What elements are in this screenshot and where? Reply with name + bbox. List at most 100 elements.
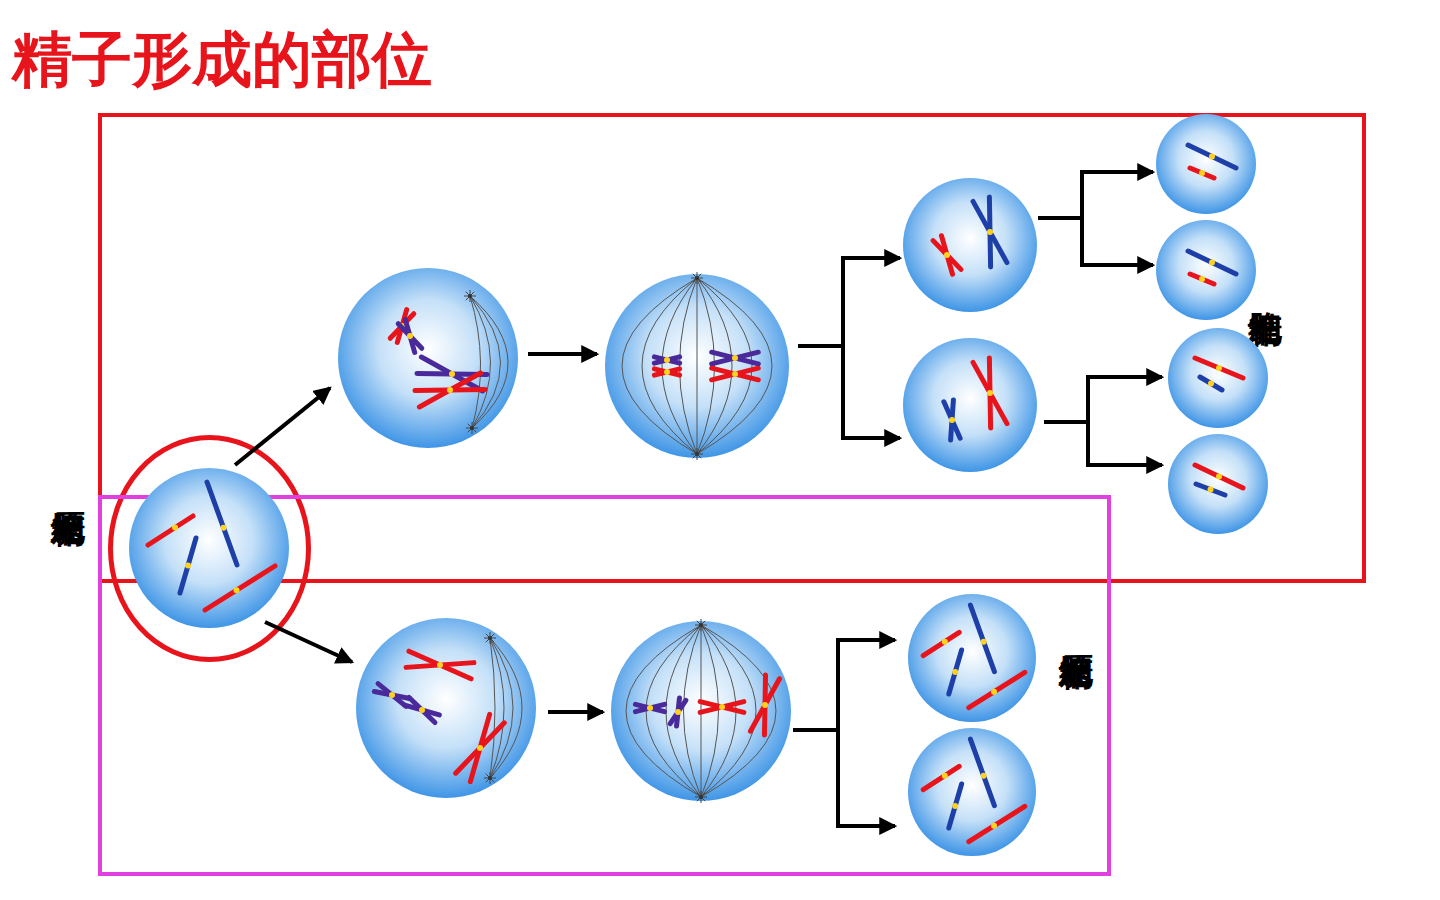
centromere [732,355,738,361]
aster-ray [472,428,473,434]
chromosome-layer [148,145,1243,842]
chromatid [409,697,435,722]
centromere [1199,276,1205,282]
meiosis-region: 精细胞 [98,113,1366,583]
chromosome [207,482,237,565]
chromatid [700,702,744,713]
cell-body [129,468,289,628]
aster-ray [693,274,697,278]
aster-ray [697,450,701,454]
spindle-fiber [697,278,715,454]
aster-ray [470,296,476,297]
aster-ray [693,454,697,458]
aster-ray [490,638,491,644]
chromatid [456,723,505,773]
aster-ray [697,274,701,278]
centromere [1209,154,1215,160]
process-arrow [548,710,603,714]
centromere [664,369,670,375]
chromatid [470,714,489,781]
chromatid [712,352,759,364]
aster-ray [701,625,705,629]
chromosome [148,516,193,545]
aster-ray [701,797,707,798]
chromatid [654,369,679,375]
centrosome [695,452,699,456]
spindle-fiber [701,625,736,797]
aster-ray [490,778,494,782]
chromosome [1188,145,1236,168]
chromosome [1200,377,1222,390]
centromere [1209,260,1215,266]
centromere [234,587,240,593]
chromatid [712,352,759,364]
chromatid [397,310,406,343]
chromosome [1195,465,1243,488]
centromere [399,323,405,329]
process-arrow [838,638,895,642]
centromere [719,704,725,710]
aster-ray [697,621,701,625]
centromere [952,669,958,675]
centromere [675,709,681,715]
centrosome [468,294,472,298]
centromere [185,563,191,569]
chromosome [205,566,275,610]
chromatid [654,357,679,363]
spermatogonium-highlight: 精原细胞 [108,435,311,662]
chromosome [1196,484,1225,495]
aster-ray [470,296,474,300]
centrosome [488,776,492,780]
chromatid [409,651,471,679]
spindle-fiber [680,278,698,454]
centromere [419,707,425,713]
chromosome [970,739,994,805]
centromere [991,823,997,829]
chromatid [398,324,422,348]
chromosome [969,806,1025,841]
chromosome [969,672,1025,707]
cell-label: 精细胞 [1245,285,1285,367]
bracket-line [1046,420,1088,424]
centromere [1208,487,1214,493]
aster-ray [697,454,698,460]
chromatid [406,663,474,668]
aster-ray [486,774,490,778]
chromatid [417,373,487,374]
aster-ray [490,634,494,638]
process-arrow [235,388,330,465]
cell-body [903,338,1037,472]
aster-ray [486,778,490,782]
centromere [981,639,987,645]
centromere [221,525,227,531]
chromatid [654,369,679,375]
aster-ray [697,448,698,454]
chromatid [405,320,414,353]
cell-body [356,618,536,798]
aster-ray [695,797,701,798]
cell-label: 精原细胞 [1056,628,1096,798]
aster-ray [701,621,705,625]
chromatid [670,700,686,723]
spindle-fiber [470,296,508,428]
aster-ray [472,428,478,429]
chromosome [970,605,994,671]
centromere [981,773,987,779]
cell-body [1168,328,1268,428]
spindle-fiber [490,638,513,778]
aster-ray [490,778,491,784]
spindle-fiber [701,625,702,797]
centromere [477,745,483,751]
aster-ray [470,296,471,302]
chromosome [949,650,962,694]
aster-ray [486,634,490,638]
chromosome [1188,251,1236,274]
aster-ray [468,428,472,432]
chromatid [635,704,664,711]
aster-ray [697,454,703,455]
bracket-line [1040,216,1082,220]
centrosome [695,276,699,280]
chromatid [764,675,765,735]
cell-body [1156,114,1256,214]
process-arrow [838,824,895,828]
